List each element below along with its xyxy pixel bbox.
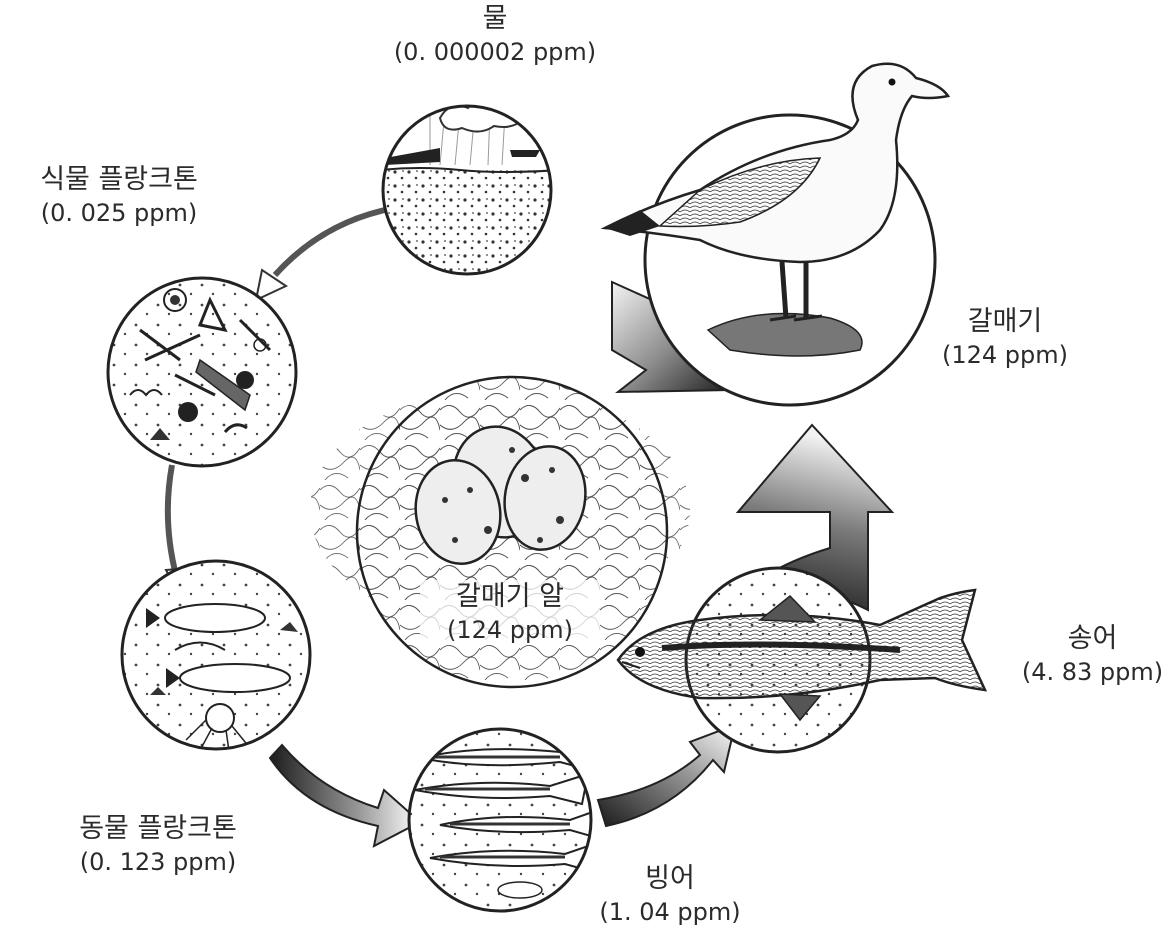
arrow-water-to-phyto [275,210,385,275]
smelt-name: 빙어 [590,862,750,897]
smelt-circle [400,720,604,920]
water-concentration: (0. 000002 ppm) [375,37,615,68]
zooplankton-circle [110,555,320,765]
trout-name: 송어 [1010,622,1175,657]
arrow-zoo-to-smelt [270,745,420,846]
zooplankton-concentration: (0. 123 ppm) [38,847,278,878]
gull-eggs-concentration: (124 ppm) [420,615,600,646]
phytoplankton-name: 식물 플랑크톤 [4,163,234,198]
label-zooplankton: 동물 플랑크톤 (0. 123 ppm) [38,812,278,877]
gull-eggs-name: 갈매기 알 [420,580,600,615]
gull-name: 갈매기 [920,305,1090,340]
trout-fish [618,590,985,720]
label-water: 물 (0. 000002 ppm) [375,2,615,67]
water-name: 물 [375,2,615,37]
label-trout: 송어 (4. 83 ppm) [1010,622,1175,687]
trout-concentration: (4. 83 ppm) [1010,657,1175,688]
zooplankton-name: 동물 플랑크톤 [38,812,278,847]
gull-concentration: (124 ppm) [920,340,1090,371]
water-circle [380,100,560,280]
phytoplankton-concentration: (0. 025 ppm) [4,198,234,229]
label-phytoplankton: 식물 플랑크톤 (0. 025 ppm) [4,163,234,228]
arrow-water-to-phyto-head [256,270,286,300]
arrow-smelt-to-trout [598,725,735,826]
label-smelt: 빙어 (1. 04 ppm) [590,862,750,927]
label-gull-eggs: 갈매기 알 (124 ppm) [420,580,600,645]
phytoplankton-circle [100,270,310,480]
smelt-concentration: (1. 04 ppm) [590,897,750,928]
arrow-phyto-to-zoo [168,465,176,575]
label-gull: 갈매기 (124 ppm) [920,305,1090,370]
